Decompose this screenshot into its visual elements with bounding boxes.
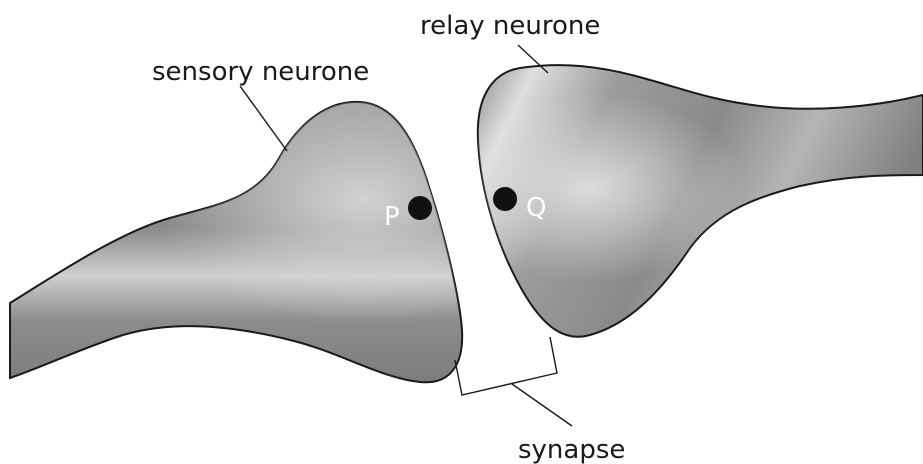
- sensory-neurone-highlight: [10, 102, 462, 382]
- synapse-leader: [512, 384, 572, 426]
- synapse-bracket: [455, 337, 557, 395]
- point-p-label: P: [384, 202, 400, 232]
- point-p-marker: [408, 196, 432, 220]
- sensory-neurone-label: sensory neurone: [152, 57, 369, 87]
- sensory-neurone: [10, 102, 462, 382]
- synapse-label: synapse: [518, 435, 625, 464]
- relay-neurone-label: relay neurone: [420, 11, 600, 41]
- point-q-label: Q: [526, 193, 546, 223]
- point-q-marker: [493, 187, 517, 211]
- sensory-neurone-leader: [240, 86, 287, 151]
